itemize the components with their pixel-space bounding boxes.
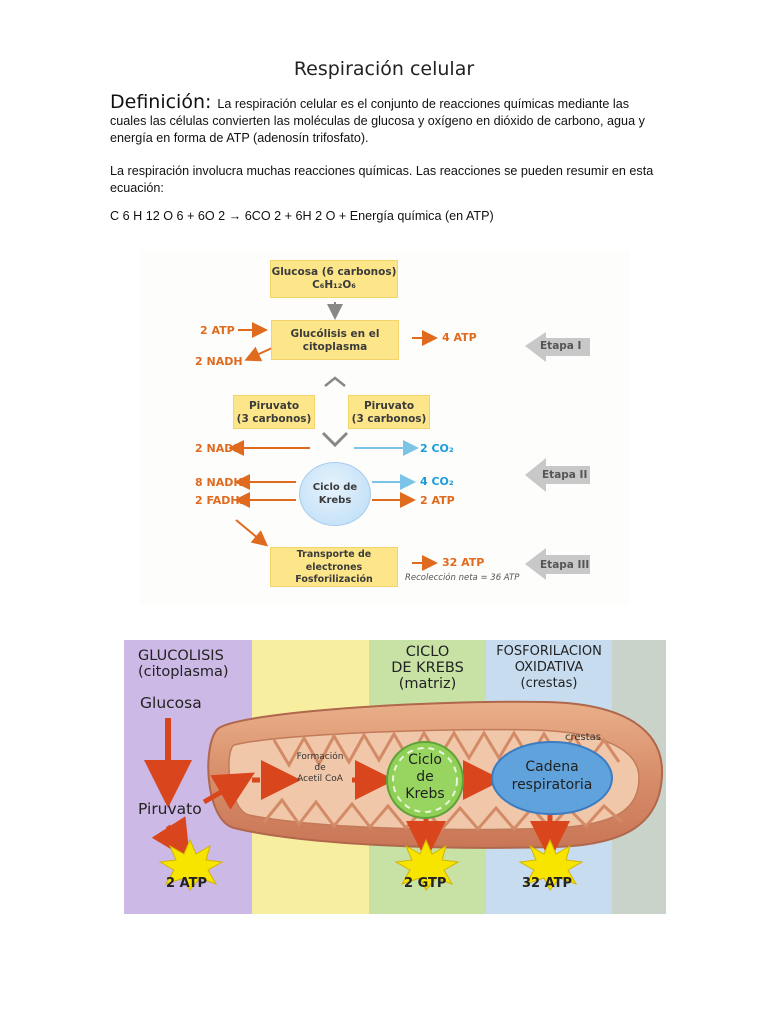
equation: C 6 H 12 O 6 + 6O 2 → 6CO 2 + 6H 2 O + E…: [110, 209, 494, 223]
cadena-ellipse-shape: [491, 741, 613, 815]
recoleccion-neta: Recolección neta = 36 ATP: [405, 573, 520, 583]
krebs2-line1: Ciclo: [408, 752, 442, 768]
etapa3-label: Etapa III: [540, 559, 590, 571]
glucosa-box: Glucosa (6 carbonos) C₆H₁₂O₆: [270, 260, 398, 298]
glucolisis-line2: citoplasma: [302, 341, 368, 353]
glucosa-formula: C₆H₁₂O₆: [312, 279, 356, 291]
respiration-stages-diagram: Glucosa (6 carbonos) C₆H₁₂O₆ 2 ATP Glucó…: [140, 250, 630, 605]
krebs2-line2: de: [416, 769, 434, 785]
definition-heading: Definición:: [110, 91, 212, 113]
krebs-cycle-label: Ciclo de Krebs: [387, 752, 463, 803]
etapa1-label: Etapa I: [540, 340, 582, 352]
label-2nadh-top: 2 NADH: [195, 355, 243, 368]
cadena-line2: respiratoria: [511, 777, 593, 793]
krebs-line2: Krebs: [318, 495, 352, 506]
mitochondria-diagram: GLUCOLISIS (citoplasma) CICLO DE KREBS (…: [124, 640, 666, 914]
label-2nadh-mid: 2 NADH: [195, 442, 243, 455]
star-2atp: [158, 838, 224, 891]
label-2gtp: 2 GTP: [404, 876, 447, 891]
fosforilacion-header: FOSFORILACION OXIDATIVA (crestas): [486, 644, 612, 692]
piruvato-left-line1: Piruvato: [248, 400, 300, 412]
transporte-line3: Fosforilización: [295, 574, 373, 585]
paragraph-2: La respiración involucra muchas reaccion…: [110, 164, 654, 195]
formacion-line1: Formación: [296, 752, 344, 762]
crestas-label: crestas: [565, 732, 602, 743]
fosfo-header-3: (crestas): [520, 676, 578, 691]
formacion-line3: Acetil CoA: [297, 774, 343, 784]
piruvato-right-box: Piruvato (3 carbonos): [348, 395, 430, 429]
label-2atp-krebs: 2 ATP: [420, 494, 455, 507]
label-2atp-in: 2 ATP: [200, 324, 235, 337]
piruvato-label: Piruvato: [138, 800, 202, 818]
ciclo-krebs-header: CICLO DE KREBS (matriz): [369, 644, 486, 692]
label-4atp: 4 ATP: [442, 331, 477, 344]
krebs-cycle-circle: Ciclo de Krebs: [299, 462, 371, 526]
cadena-respiratoria-label: Cadena respiratoria: [492, 758, 612, 794]
fosfo-header-1: FOSFORILACION: [496, 644, 602, 659]
transporte-line1: Transporte de: [296, 549, 372, 560]
piruvato-left-box: Piruvato (3 carbonos): [233, 395, 315, 429]
definition-text: La respiración celular es el conjunto de…: [110, 97, 645, 145]
transporte-box: Transporte de electrones Fosforilización: [270, 547, 398, 587]
krebs-line1: Ciclo de: [312, 482, 358, 493]
cadena-line1: Cadena: [525, 759, 579, 775]
ciclo-header-2: DE KREBS: [391, 660, 464, 676]
piruvato-right-line1: Piruvato: [363, 400, 415, 412]
label-4co2: 4 CO₂: [420, 475, 454, 488]
formacion-line2: de: [314, 763, 326, 773]
ciclo-header-1: CICLO: [405, 644, 450, 660]
diagram1-arrows: [228, 302, 590, 580]
label-32atp: 32 ATP: [442, 556, 485, 569]
glucolisis-box: Glucólisis en el citoplasma: [271, 320, 399, 360]
star-32atp: [518, 838, 584, 891]
glucolisis-header-1: GLUCOLISIS: [138, 648, 224, 664]
label-8nadh: 8 NADH: [195, 476, 243, 489]
label-2fadh2: 2 FADH₂: [195, 494, 245, 507]
label-32atp-cadena: 32 ATP: [522, 876, 573, 891]
glucosa-line1: Glucosa (6 carbonos): [271, 266, 397, 278]
fosfo-header-2: OXIDATIVA: [514, 660, 584, 675]
etapa1-arrow-shape: [525, 332, 590, 362]
piruvato-right-line2: (3 carbonos): [351, 413, 427, 425]
ciclo-header-3: (matriz): [398, 676, 457, 692]
label-2co2: 2 CO₂: [420, 442, 454, 455]
etapa2-arrow-shape: [525, 458, 590, 492]
glucolisis-line1: Glucólisis en el: [290, 328, 380, 340]
transporte-line2: electrones: [305, 561, 363, 573]
mitochondrion-drawing: [144, 700, 664, 891]
glucolisis-header-2: (citoplasma): [138, 664, 229, 680]
etapa3-arrow-shape: [525, 548, 590, 580]
piruvato-left-line2: (3 carbonos): [236, 413, 312, 425]
glucolisis-header: GLUCOLISIS (citoplasma): [138, 648, 229, 680]
label-2atp-glucolisis: 2 ATP: [166, 876, 208, 891]
glucosa-label: Glucosa: [140, 694, 202, 712]
star-2gtp: [394, 838, 460, 891]
formacion-acetil-coa: Formación de Acetil CoA: [284, 752, 356, 785]
krebs2-line3: Krebs: [405, 786, 445, 802]
page-title: Respiración celular: [293, 58, 475, 80]
etapa2-label: Etapa II: [542, 469, 588, 481]
definition-paragraph: Definición:La respiración celular es el …: [110, 91, 658, 147]
